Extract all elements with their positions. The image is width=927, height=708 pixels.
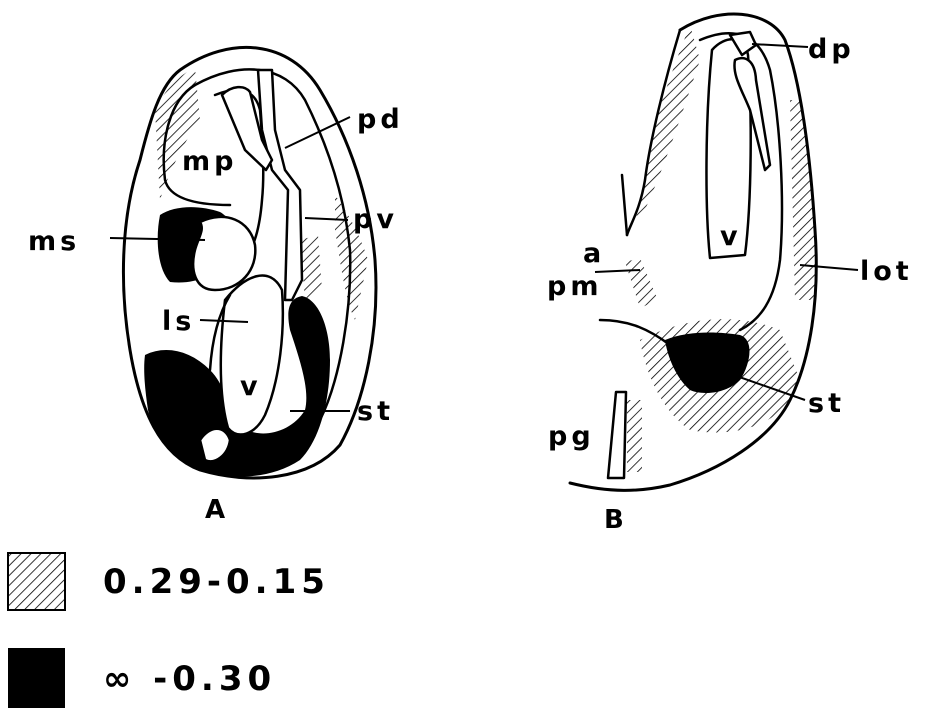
label-v-a: v [240,371,262,402]
label-pd: pd [357,104,404,135]
panel-b: dp v a lot pm st pg B [547,14,913,535]
dp-leader [752,44,808,47]
panel-a-pd-pv-duct [258,70,302,300]
label-st-a: st [357,396,394,427]
label-v-b: v [720,221,742,252]
label-st-b: st [808,388,845,419]
legend-range-black: ∞ -0.30 [103,659,276,699]
legend-range-hatched: 0.29-0.15 [103,562,330,602]
panel-label-a: A [205,495,225,525]
label-ls: ls [162,306,195,337]
panel-b-pg-bar [608,392,626,478]
pd-leader [285,117,350,148]
label-lot: lot [860,256,913,287]
panel-b-pm-hatch [625,258,658,308]
label-a: a [583,238,605,269]
legend: 0.29-0.15 ∞ -0.30 [8,553,330,708]
legend-black-swatch [8,648,65,708]
label-pm: pm [547,271,602,302]
label-mp: mp [182,146,237,177]
label-dp: dp [808,34,855,65]
label-ms: ms [28,226,80,257]
label-pv: pv [353,204,398,235]
panel-label-b: B [604,505,624,535]
panel-a-v-chamber [221,276,283,435]
panel-a: pd mp pv ms ls v st A [28,47,404,525]
label-pg: pg [548,421,595,452]
legend-hatched-swatch [8,553,65,610]
panel-b-pg-hatch [627,400,642,472]
